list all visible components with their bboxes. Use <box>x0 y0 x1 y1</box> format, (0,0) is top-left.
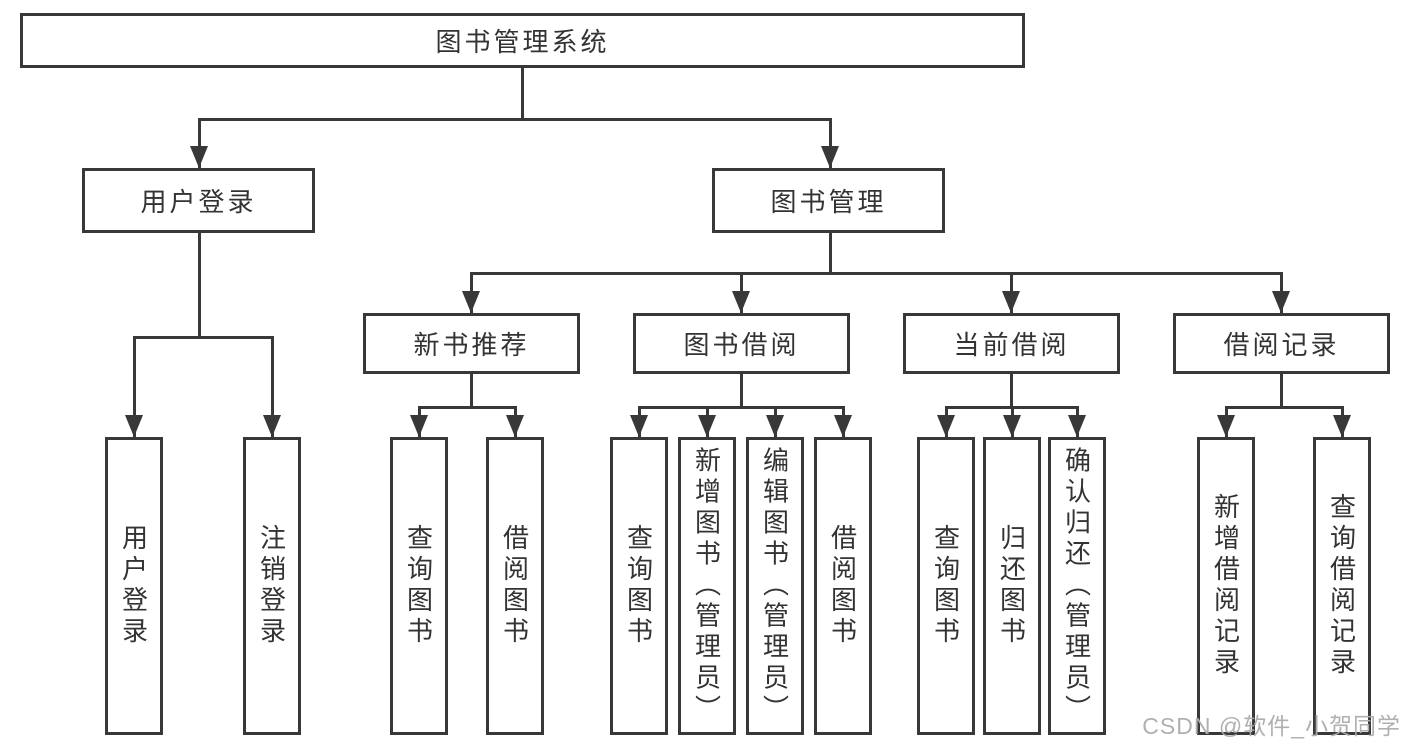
leaf-query-books-3: 查询图书 <box>917 437 975 735</box>
arrow-to-query-borrow-record <box>1333 415 1351 437</box>
arrow-to-book-management <box>821 146 839 168</box>
leaf-query-books-1: 查询图书 <box>390 437 448 735</box>
arrow-to-add-borrow-record <box>1217 415 1235 437</box>
leaf-return-book: 归还图书 <box>983 437 1041 735</box>
leaf-query-books-3-label: 查询图书 <box>930 524 961 648</box>
connector-newbook-stem <box>470 374 473 408</box>
node-book-management: 图书管理 <box>712 168 945 233</box>
csdn-watermark: CSDN @软件_小贺同学 <box>1142 713 1401 739</box>
arrow-to-borrow-books-1 <box>506 415 524 437</box>
leaf-add-book-admin-label: 新增图书（管理员） <box>691 446 722 726</box>
leaf-borrow-books-2: 借阅图书 <box>814 437 872 735</box>
leaf-add-borrow-record: 新增借阅记录 <box>1197 437 1255 735</box>
connector-current-stem <box>1010 374 1013 408</box>
leaf-query-borrow-record: 查询借阅记录 <box>1313 437 1371 735</box>
connector-root-stem <box>521 68 524 119</box>
leaf-logout-label: 注销登录 <box>256 524 287 648</box>
leaf-confirm-return-admin-label: 确认归还（管理员） <box>1061 446 1092 726</box>
leaf-query-borrow-record-label: 查询借阅记录 <box>1326 493 1357 679</box>
connector-newbook-bar <box>418 406 517 409</box>
node-user-login: 用户登录 <box>82 168 315 233</box>
connector-book-bar <box>470 272 1283 275</box>
leaf-return-book-label: 归还图书 <box>996 524 1027 648</box>
arrow-to-query-books-2 <box>630 415 648 437</box>
leaf-query-books-1-label: 查询图书 <box>403 524 434 648</box>
connector-borrow-bar <box>638 406 845 409</box>
leaf-borrow-books-1-label: 借阅图书 <box>499 524 530 648</box>
node-current-borrow: 当前借阅 <box>903 313 1120 374</box>
connector-drop-book-management <box>829 118 832 168</box>
arrow-to-book-borrow <box>732 291 750 313</box>
connector-records-stem <box>1280 374 1283 408</box>
arrow-to-borrow-books-2 <box>834 415 852 437</box>
arrow-to-leaf-user-login <box>125 415 143 437</box>
node-book-borrow: 图书借阅 <box>633 313 850 374</box>
leaf-borrow-books-1: 借阅图书 <box>486 437 544 735</box>
connector-user-bar <box>133 336 274 339</box>
node-root: 图书管理系统 <box>20 13 1025 68</box>
arrow-to-query-books-3 <box>937 415 955 437</box>
leaf-logout: 注销登录 <box>243 437 301 735</box>
connector-root-bar <box>198 118 832 121</box>
node-borrow-records: 借阅记录 <box>1173 313 1390 374</box>
connector-drop-leaf-user-login <box>133 336 136 437</box>
leaf-add-book-admin: 新增图书（管理员） <box>678 437 736 735</box>
connector-book-stem <box>829 233 832 273</box>
connector-drop-leaf-logout <box>271 336 274 437</box>
arrow-to-borrow-records <box>1272 291 1290 313</box>
arrow-to-leaf-logout <box>263 415 281 437</box>
leaf-edit-book-admin-label: 编辑图书（管理员） <box>759 446 790 726</box>
node-new-book-recommend: 新书推荐 <box>363 313 580 374</box>
connector-drop-user-login <box>198 118 201 168</box>
arrow-to-current-borrow <box>1002 291 1020 313</box>
arrow-to-return-book <box>1003 415 1021 437</box>
connector-borrow-stem <box>740 374 743 408</box>
leaf-query-books-2: 查询图书 <box>610 437 668 735</box>
arrow-to-edit-book <box>766 415 784 437</box>
leaf-user-login-label: 用户登录 <box>118 524 149 648</box>
leaf-user-login: 用户登录 <box>105 437 163 735</box>
leaf-add-borrow-record-label: 新增借阅记录 <box>1210 493 1241 679</box>
leaf-borrow-books-2-label: 借阅图书 <box>827 524 858 648</box>
connector-user-stem <box>198 233 201 337</box>
leaf-edit-book-admin: 编辑图书（管理员） <box>746 437 804 735</box>
arrow-to-query-books-1 <box>410 415 428 437</box>
leaf-query-books-2-label: 查询图书 <box>623 524 654 648</box>
connector-records-bar <box>1225 406 1344 409</box>
arrow-to-confirm-return <box>1068 415 1086 437</box>
arrow-to-add-book <box>698 415 716 437</box>
arrow-to-user-login <box>190 146 208 168</box>
leaf-confirm-return-admin: 确认归还（管理员） <box>1048 437 1106 735</box>
arrow-to-new-book <box>462 291 480 313</box>
